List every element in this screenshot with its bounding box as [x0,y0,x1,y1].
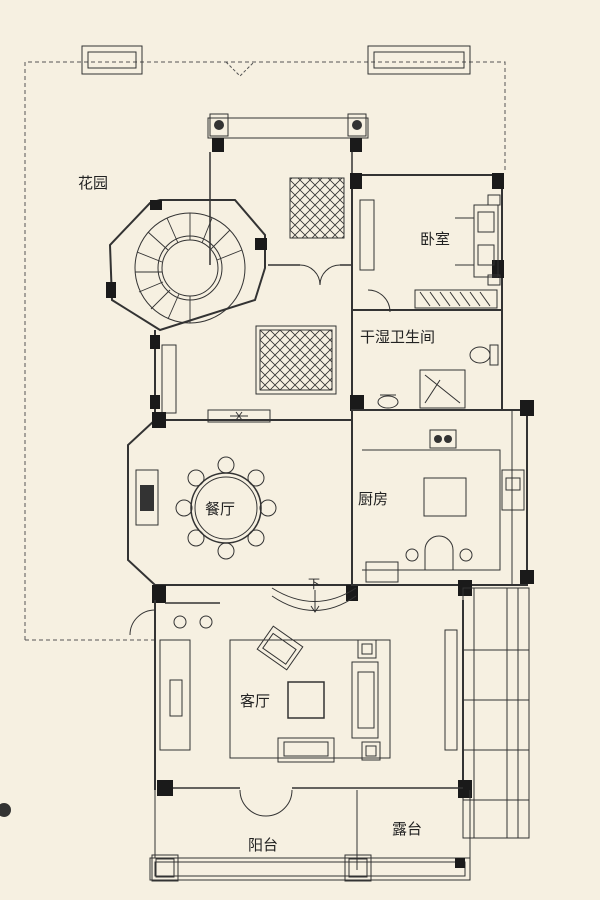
foyer-rug [289,177,345,239]
side-pergola [462,587,530,839]
dining-block [127,409,358,603]
label-terrace: 露台 [392,820,422,838]
hall-rug [259,329,333,391]
spiral-staircase [106,199,267,332]
label-kitchen: 厨房 [358,490,388,508]
stair-direction-label: 下 [308,577,320,591]
planter-left [81,45,143,75]
label-bedroom: 卧室 [420,230,450,248]
living-block [129,600,472,798]
balcony-block [149,787,471,882]
label-bathroom: 干湿卫生间 [360,328,435,346]
bedroom-block [350,173,504,313]
logo-mark [0,803,11,817]
dining-table [175,456,277,560]
foyer-door [299,264,341,286]
label-garden: 花园 [78,174,108,192]
label-balcony: 阳台 [248,836,278,854]
porch-beam [207,117,369,139]
label-living: 客厅 [240,692,270,710]
planter-right [367,45,471,75]
bathroom-block [350,309,503,411]
garden-boundary [24,61,506,640]
label-dining: 餐厅 [205,500,235,518]
